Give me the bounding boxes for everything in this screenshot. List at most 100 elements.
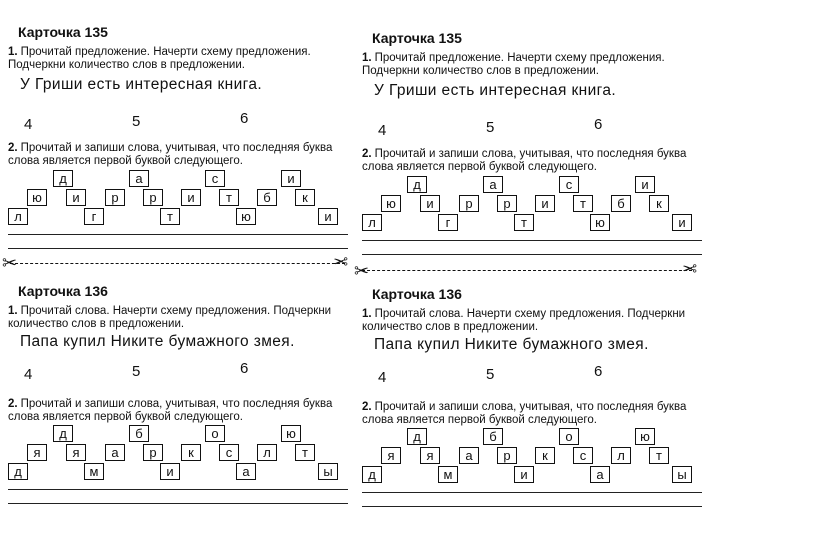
letter-cell: т [649, 447, 669, 464]
letter-cell: я [66, 444, 86, 461]
cut-line-left [10, 263, 345, 264]
cut-line-right [362, 270, 692, 271]
word-count-option: 5 [486, 119, 495, 136]
task-1: 1.Прочитай слова. Начерти схему предложе… [362, 308, 702, 334]
sentence: У Гриши есть интересная книга. [20, 76, 263, 93]
letter-cell: р [497, 447, 517, 464]
task-text: Прочитай предложение. Начерти схему пред… [8, 46, 311, 71]
task-text: Прочитай и запиши слова, учитывая, что п… [362, 148, 687, 173]
letter-cell: ю [281, 425, 301, 442]
task-number: 2. [8, 142, 18, 154]
task-number: 1. [362, 308, 372, 320]
letter-cell: о [205, 425, 225, 442]
letter-cell: т [219, 189, 239, 206]
task-2: 2.Прочитай и запиши слова, учитывая, что… [362, 148, 702, 174]
task-text: Прочитай предложение. Начерти схему пред… [362, 52, 665, 77]
letter-cell: р [143, 444, 163, 461]
task-2: 2.Прочитай и запиши слова, учитывая, что… [8, 398, 348, 424]
letter-cell: и [66, 189, 86, 206]
letter-cell: и [181, 189, 201, 206]
letter-cell: т [295, 444, 315, 461]
letter-cell: к [649, 195, 669, 212]
letter-cell: и [318, 208, 338, 225]
word-count-option: 6 [594, 363, 603, 380]
letter-cell: с [205, 170, 225, 187]
scissors-icon: ✂ [354, 261, 370, 281]
letter-cell: и [160, 463, 180, 480]
letter-cell: б [257, 189, 277, 206]
letter-cell: д [53, 425, 73, 442]
task-1: 1.Прочитай слова. Начерти схему предложе… [8, 305, 348, 331]
writing-line [362, 492, 702, 493]
letter-cell: б [611, 195, 631, 212]
writing-line [8, 503, 348, 504]
letter-cell: г [84, 208, 104, 225]
letter-cell: л [8, 208, 28, 225]
letter-cell: о [559, 428, 579, 445]
word-count-option: 6 [240, 110, 249, 127]
letter-cell: ю [381, 195, 401, 212]
task-number: 1. [362, 52, 372, 64]
card-title: Карточка 135 [18, 24, 108, 40]
writing-line [362, 506, 702, 507]
letter-cell: а [590, 466, 610, 483]
letter-cell: д [8, 463, 28, 480]
scissors-icon: ✂ [682, 259, 698, 279]
letter-cell: а [483, 176, 503, 193]
letter-cell: с [559, 176, 579, 193]
letter-cell: с [219, 444, 239, 461]
task-1: 1.Прочитай предложение. Начерти схему пр… [362, 52, 702, 78]
letter-cell: р [143, 189, 163, 206]
letter-cell: р [459, 195, 479, 212]
letter-cell: м [84, 463, 104, 480]
word-count-option: 5 [486, 366, 495, 383]
task-2: 2.Прочитай и запиши слова, учитывая, что… [8, 142, 348, 168]
card-title: Карточка 135 [372, 30, 462, 46]
letter-cell: р [105, 189, 125, 206]
card-title: Карточка 136 [18, 283, 108, 299]
letter-cell: л [362, 214, 382, 231]
letter-cell: ю [590, 214, 610, 231]
letter-cell: и [635, 176, 655, 193]
letter-cell: т [514, 214, 534, 231]
letter-cell: а [129, 170, 149, 187]
letter-cell: и [420, 195, 440, 212]
task-text: Прочитай и запиши слова, учитывая, что п… [8, 142, 333, 167]
letter-cell: я [420, 447, 440, 464]
letter-cell: с [573, 447, 593, 464]
writing-line [362, 240, 702, 241]
letter-cell: л [611, 447, 631, 464]
word-count-option: 6 [594, 116, 603, 133]
task-text: Прочитай слова. Начерти схему предложени… [8, 305, 332, 330]
sentence: Папа купил Никите бумажного змея. [20, 333, 295, 350]
word-count-option: 4 [24, 116, 33, 133]
letter-cell: д [362, 466, 382, 483]
task-2: 2.Прочитай и запиши слова, учитывая, что… [362, 401, 702, 427]
word-count-option: 5 [132, 113, 141, 130]
letter-cell: к [295, 189, 315, 206]
letter-cell: т [573, 195, 593, 212]
writing-line [8, 248, 348, 249]
letter-cell: к [535, 447, 555, 464]
letter-cell: и [535, 195, 555, 212]
writing-line [362, 254, 702, 255]
word-count-option: 4 [24, 366, 33, 383]
card-title: Карточка 136 [372, 286, 462, 302]
task-1: 1.Прочитай предложение. Начерти схему пр… [8, 46, 348, 72]
letter-cell: к [181, 444, 201, 461]
letter-cell: д [53, 170, 73, 187]
letter-cell: л [257, 444, 277, 461]
letter-cell: б [483, 428, 503, 445]
letter-cell: р [497, 195, 517, 212]
sentence: У Гриши есть интересная книга. [374, 82, 617, 99]
letter-cell: т [160, 208, 180, 225]
task-text: Прочитай слова. Начерти схему предложени… [362, 308, 686, 333]
letter-cell: б [129, 425, 149, 442]
word-count-option: 6 [240, 360, 249, 377]
letter-cell: а [459, 447, 479, 464]
letter-cell: д [407, 428, 427, 445]
